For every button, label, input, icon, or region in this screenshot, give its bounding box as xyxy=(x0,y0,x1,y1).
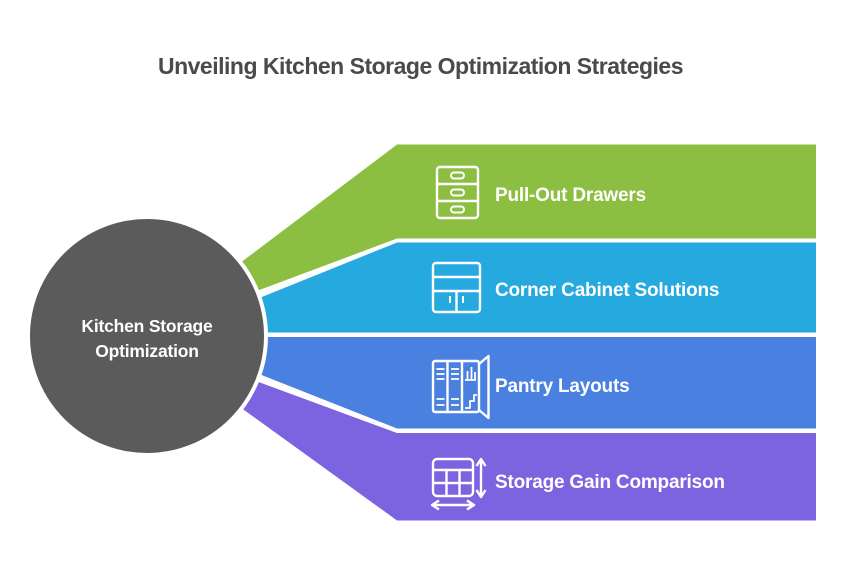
pantry-shelves-icon xyxy=(431,354,490,420)
page-title: Unveiling Kitchen Storage Optimization S… xyxy=(157,53,684,79)
center-circle xyxy=(26,215,268,457)
center-label-line1: Kitchen Storage xyxy=(81,316,213,336)
band-storage-gain-comparison xyxy=(150,342,816,521)
resize-grid-icon xyxy=(430,457,487,511)
drawer-cabinet-icon xyxy=(435,165,480,220)
corner-cabinet-icon xyxy=(431,261,482,314)
section-label-corner-cabinet-solutions: Corner Cabinet Solutions xyxy=(495,280,719,301)
center-label-line2: Optimization xyxy=(95,341,199,361)
band-pull-out-drawers xyxy=(150,144,816,331)
section-label-storage-gain-comparison: Storage Gain Comparison xyxy=(495,472,725,493)
band-pantry-layouts xyxy=(150,331,816,429)
section-label-pull-out-drawers: Pull-Out Drawers xyxy=(495,185,646,206)
section-label-pantry-layouts: Pantry Layouts xyxy=(495,376,629,397)
band-corner-cabinet-solutions xyxy=(150,242,816,342)
